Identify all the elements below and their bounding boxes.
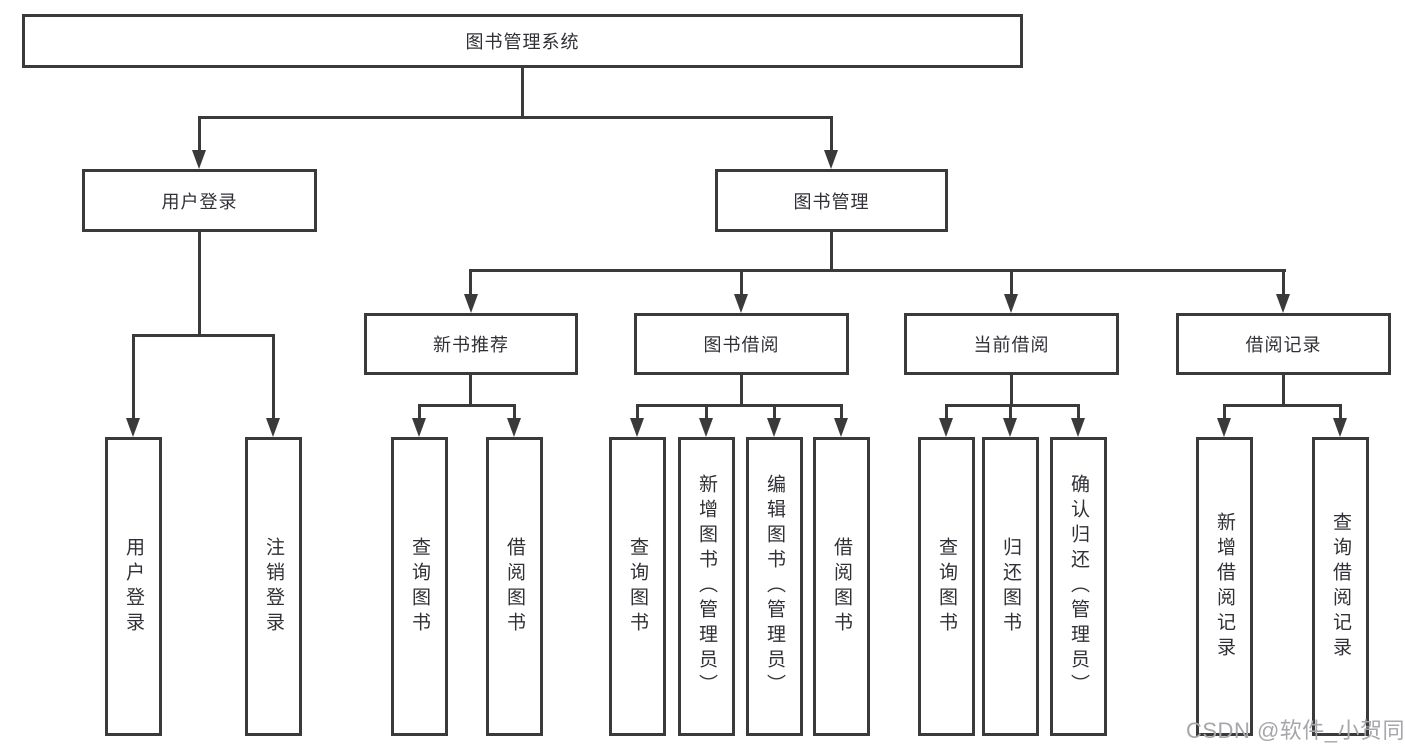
leaf-query-book-2: 查询图书 — [609, 437, 666, 736]
node-new-book-recommend: 新书推荐 — [364, 313, 578, 375]
connector-current-borrow-bus — [945, 404, 1080, 407]
connector-root-bus — [198, 116, 833, 119]
leaf-query-book-3: 查询图书 — [918, 437, 975, 736]
connector-drop-user-login — [198, 116, 201, 152]
connector-current-borrow-stem — [1010, 375, 1013, 407]
node-current-borrow: 当前借阅 — [904, 313, 1119, 375]
leaf-label: 借阅图书 — [504, 536, 525, 637]
connector-drop — [636, 404, 639, 420]
arrowhead — [1003, 418, 1017, 437]
connector-drop-logout-leaf — [272, 334, 275, 420]
arrowhead — [767, 418, 781, 437]
arrowhead-user-login — [192, 150, 206, 169]
node-book-management: 图书管理 — [715, 169, 948, 232]
leaf-user-login: 用户登录 — [105, 437, 162, 736]
connector-drop-book-mgmt — [830, 116, 833, 152]
arrowhead-book-mgmt — [824, 150, 838, 169]
leaf-confirm-return-admin: 确认归还（管理员） — [1050, 437, 1107, 736]
connector-book-mgmt-stem — [830, 232, 833, 272]
leaf-label: 确认归还（管理员） — [1068, 474, 1089, 699]
connector-root-stem — [521, 68, 524, 118]
leaf-query-book-1: 查询图书 — [391, 437, 448, 736]
leaf-add-book-admin: 新增图书（管理员） — [678, 437, 735, 736]
connector-user-login-bus — [132, 334, 275, 337]
connector-user-login-stem — [198, 232, 201, 337]
connector-book-borrow-stem — [740, 375, 743, 407]
connector-new-book-stem — [469, 375, 472, 407]
node-borrow-records: 借阅记录 — [1176, 313, 1391, 375]
leaf-label: 归还图书 — [1000, 536, 1021, 637]
connector-borrow-records-stem — [1282, 375, 1285, 407]
csdn-watermark: CSDN @软件_小贺同学 — [1186, 718, 1405, 743]
leaf-label: 新增借阅记录 — [1214, 511, 1235, 662]
leaf-borrow-book-1: 借阅图书 — [486, 437, 543, 736]
connector-drop — [1339, 404, 1342, 420]
leaf-label: 查询图书 — [627, 536, 648, 637]
leaf-add-borrow-record: 新增借阅记录 — [1196, 437, 1253, 736]
arrowhead — [834, 418, 848, 437]
leaf-label: 查询图书 — [936, 536, 957, 637]
connector-drop — [1077, 404, 1080, 420]
leaf-query-borrow-record: 查询借阅记录 — [1312, 437, 1369, 736]
connector-drop-borrow-records — [1282, 269, 1285, 297]
leaf-label: 查询借阅记录 — [1330, 511, 1351, 662]
arrowhead — [630, 418, 644, 437]
arrowhead — [1333, 418, 1347, 437]
connector-drop-login-leaf — [132, 334, 135, 420]
connector-book-mgmt-bus — [469, 269, 1286, 272]
connector-new-book-bus — [418, 404, 516, 407]
leaf-label: 查询图书 — [409, 536, 430, 637]
node-user-login: 用户登录 — [82, 169, 317, 232]
arrowhead — [1071, 418, 1085, 437]
connector-book-borrow-bus — [636, 404, 843, 407]
connector-drop — [513, 404, 516, 420]
arrowhead-login-leaf — [126, 418, 140, 437]
connector-drop-book-borrow — [740, 269, 743, 297]
arrowhead — [939, 418, 953, 437]
connector-drop — [418, 404, 421, 420]
arrowhead — [699, 418, 713, 437]
arrowhead — [412, 418, 426, 437]
leaf-label: 编辑图书（管理员） — [764, 474, 785, 699]
arrowhead-new-book — [464, 294, 478, 313]
connector-drop — [773, 404, 776, 420]
connector-drop-new-book — [469, 269, 472, 297]
node-book-borrow: 图书借阅 — [634, 313, 849, 375]
leaf-label: 借阅图书 — [831, 536, 852, 637]
arrowhead-current-borrow — [1004, 294, 1018, 313]
leaf-logout: 注销登录 — [245, 437, 302, 736]
leaf-edit-book-admin: 编辑图书（管理员） — [746, 437, 803, 736]
arrowhead-borrow-records — [1276, 294, 1290, 313]
connector-drop — [1223, 404, 1226, 420]
connector-drop — [1009, 404, 1012, 420]
leaf-return-book: 归还图书 — [982, 437, 1039, 736]
connector-drop — [840, 404, 843, 420]
node-root: 图书管理系统 — [22, 14, 1023, 68]
arrowhead — [1217, 418, 1231, 437]
leaf-label: 注销登录 — [263, 536, 284, 637]
arrowhead-book-borrow — [734, 294, 748, 313]
connector-drop-current-borrow — [1010, 269, 1013, 297]
leaf-borrow-book-2: 借阅图书 — [813, 437, 870, 736]
connector-drop — [705, 404, 708, 420]
arrowhead-logout-leaf — [266, 418, 280, 437]
connector-drop — [945, 404, 948, 420]
leaf-label: 新增图书（管理员） — [696, 474, 717, 699]
arrowhead — [507, 418, 521, 437]
leaf-label: 用户登录 — [123, 536, 144, 637]
connector-borrow-records-bus — [1223, 404, 1342, 407]
